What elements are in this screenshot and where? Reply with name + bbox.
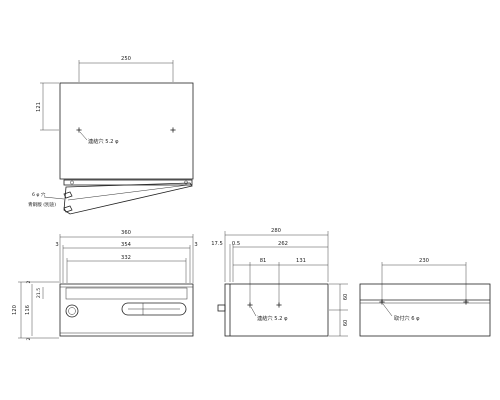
front-total-width-label: 360 xyxy=(121,230,131,236)
front-mail-slot xyxy=(65,287,188,300)
top-arm-inner-line xyxy=(67,184,189,201)
side-hole-label: 連結穴 5.2 φ xyxy=(257,314,288,322)
front-slot-height-label: 21.5 xyxy=(36,288,42,298)
side-hole-left xyxy=(247,302,253,308)
front-gap-top-label: 2 xyxy=(26,280,32,283)
top-view: 250 121 連結穴 5.2 φ 6 φ 穴 青銅版 (別途) xyxy=(28,56,194,215)
top-hole-leader xyxy=(79,131,88,141)
front-gap-bottom-label: 2 xyxy=(26,337,32,340)
side-depth-total-label: 280 xyxy=(271,228,281,234)
side-height-lower-label: 60 xyxy=(343,320,349,327)
rear-view: 230 取付穴 6 φ xyxy=(359,258,491,337)
front-height-total-label: 120 xyxy=(12,305,18,315)
side-height-upper-label: 60 xyxy=(343,294,349,301)
side-knob xyxy=(217,304,226,312)
top-foot-lower xyxy=(63,205,73,213)
side-label-leader xyxy=(43,196,65,200)
side-view: 280 262 17.5 0.5 81 131 連結穴 5.2 φ xyxy=(211,228,349,337)
front-handle xyxy=(121,302,187,316)
rear-hole-right xyxy=(463,299,469,305)
side-hole-offset-label: 81 xyxy=(260,258,267,264)
top-hole-right xyxy=(170,127,176,133)
side-hole-right xyxy=(276,302,282,308)
front-flap-width-label: 332 xyxy=(121,255,131,261)
top-foot-upper xyxy=(63,191,73,199)
top-angled-arm xyxy=(63,182,193,215)
side-depth-inner-label: 262 xyxy=(278,241,288,247)
top-plate-outline xyxy=(59,82,194,180)
front-box-outline xyxy=(59,283,194,337)
rear-hole-left xyxy=(379,299,385,305)
top-hole-left xyxy=(76,127,82,133)
front-left-margin-label: 3 xyxy=(55,242,58,248)
top-height-label: 121 xyxy=(36,102,42,112)
top-width-label: 250 xyxy=(121,56,131,62)
front-height-body-label: 116 xyxy=(25,305,31,315)
front-view: 360 354 3 3 332 120 116 21.5 2 2 xyxy=(12,230,198,340)
side-hole-label: 6 φ 穴 xyxy=(32,191,46,198)
top-hinge-pin-left xyxy=(70,180,74,185)
front-right-margin-label: 3 xyxy=(194,242,197,248)
side-hole-spacing-label: 131 xyxy=(296,258,306,264)
front-inner-width-label: 354 xyxy=(121,242,132,248)
side-material-label: 青銅版 (別途) xyxy=(28,201,56,208)
top-hinge-pin-right xyxy=(184,180,188,185)
front-lock xyxy=(65,304,79,318)
rear-hole-leader xyxy=(382,303,393,317)
rear-width-label: 230 xyxy=(419,258,429,264)
top-hole-label: 連結穴 5.2 φ xyxy=(88,137,119,145)
rear-box-outline xyxy=(359,283,491,337)
side-hole-leader xyxy=(250,306,257,317)
rear-hole-label: 取付穴 6 φ xyxy=(394,314,420,322)
front-lock-core xyxy=(68,307,76,315)
side-box-outline xyxy=(224,283,329,337)
side-offset-label: 0.5 xyxy=(232,241,240,247)
top-hinge-bar xyxy=(63,179,193,186)
side-lip-label: 17.5 xyxy=(211,241,223,247)
